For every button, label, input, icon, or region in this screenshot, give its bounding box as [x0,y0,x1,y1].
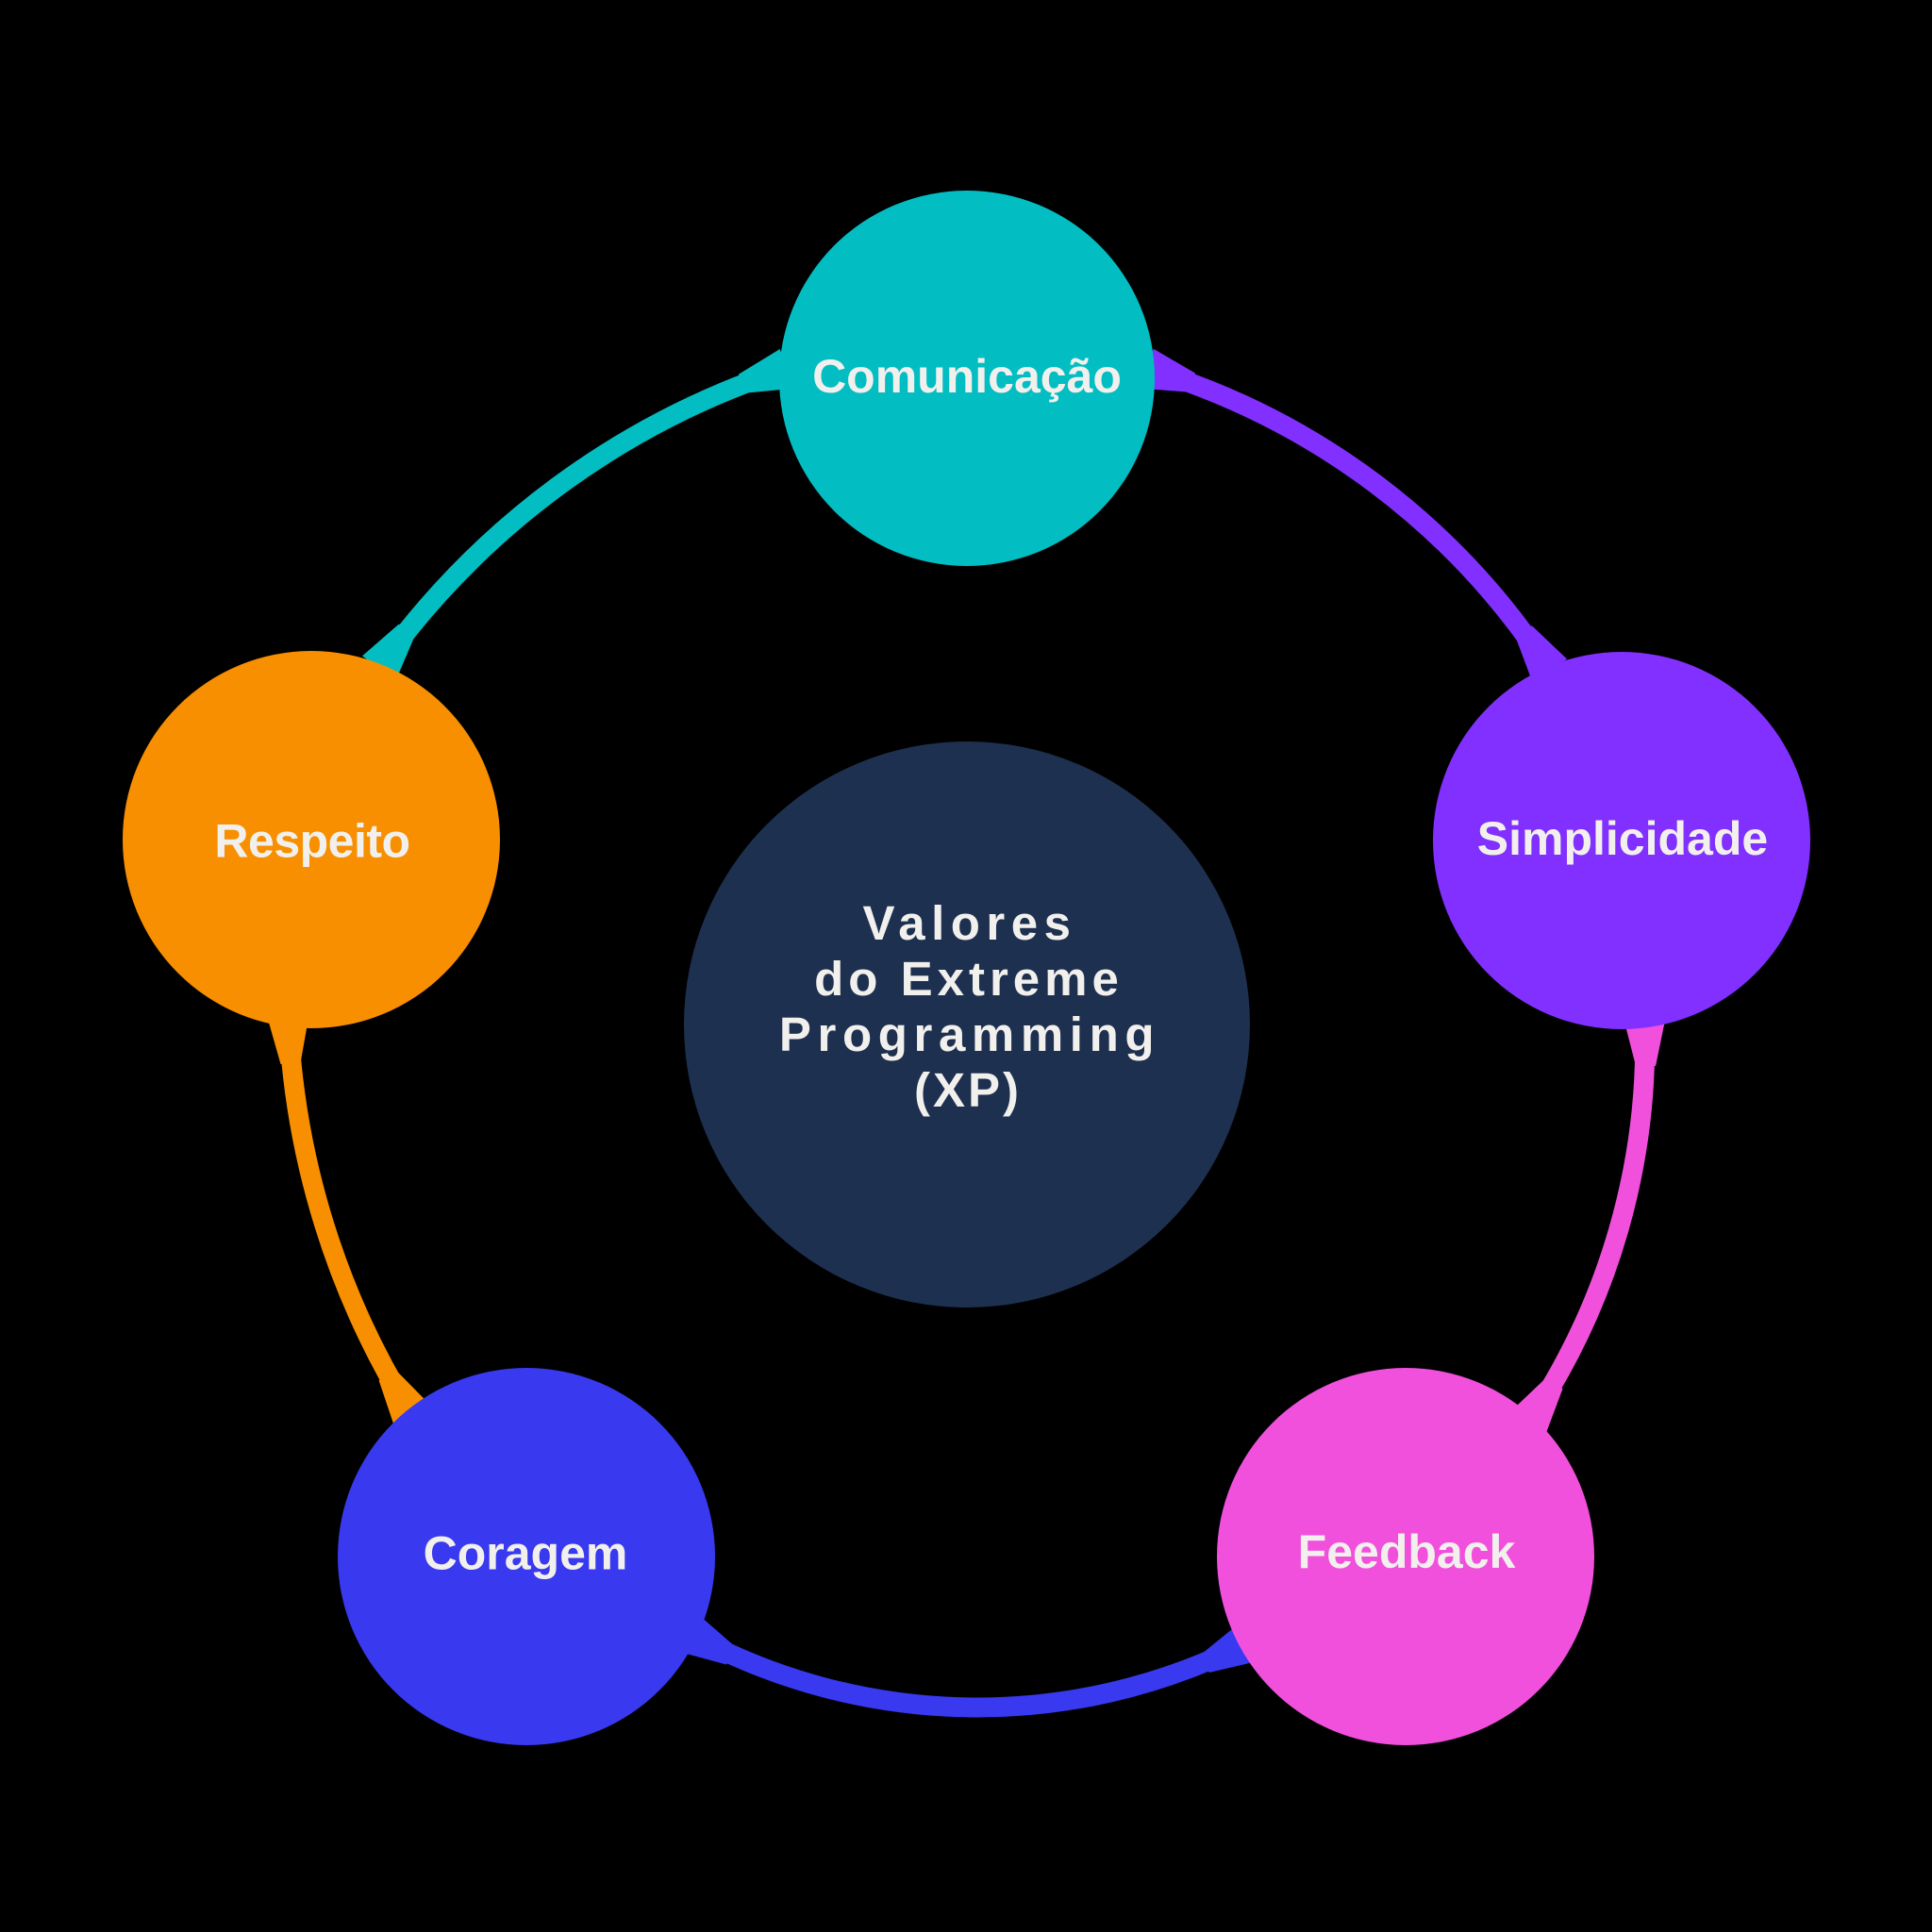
svg-text:Valores: Valores [863,896,1077,950]
svg-text:Feedback: Feedback [1298,1525,1516,1578]
svg-text:Programming: Programming [779,1008,1160,1061]
svg-text:Coragem: Coragem [424,1527,628,1580]
svg-text:Simplicidade: Simplicidade [1477,812,1768,865]
svg-text:Respeito: Respeito [214,815,409,868]
svg-text:Comunicação: Comunicação [812,350,1122,403]
svg-text:do Extreme: do Extreme [814,952,1124,1006]
svg-text:(XP): (XP) [914,1063,1022,1117]
